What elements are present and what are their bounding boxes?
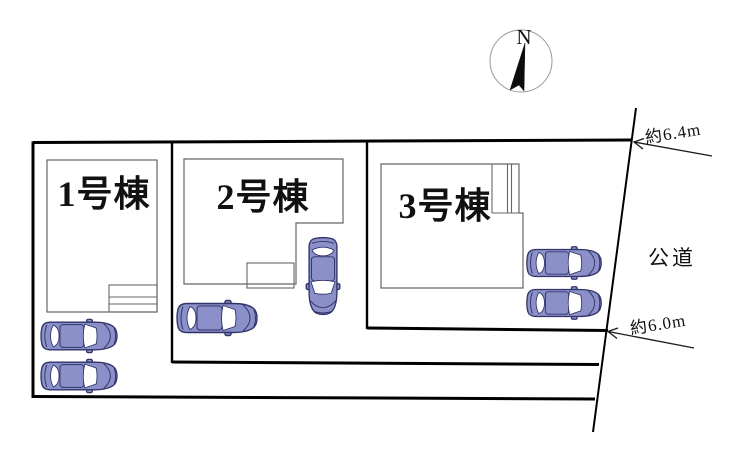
dimension-top-label: 約6.4m <box>644 120 703 148</box>
road-annotations: 公道 約6.4m 約6.0m <box>606 120 713 349</box>
building-1-outline <box>46 159 158 313</box>
car-icon <box>40 358 118 394</box>
compass-circle <box>489 29 553 93</box>
dimension-bottom-label: 約6.0m <box>629 311 688 339</box>
road-name-label: 公道 <box>648 246 696 270</box>
building-1-porch <box>108 284 158 313</box>
building-3-outline <box>380 163 524 289</box>
building-2-label: 2号棟 <box>216 177 309 217</box>
plot-top-boundary <box>32 138 633 144</box>
dimension-bottom: 約6.0m <box>606 311 695 349</box>
building-3-label: 3号棟 <box>398 186 491 226</box>
lot-boundaries <box>31 107 637 433</box>
car-icon <box>176 299 258 337</box>
lot2-bottom-boundary <box>171 360 600 366</box>
lot1-bottom-boundary <box>32 395 596 401</box>
building-1: 1号棟 <box>46 159 158 313</box>
building-3: 3号棟 <box>380 163 524 289</box>
dimension-bottom-arrowhead-icon <box>606 327 619 340</box>
dimension-top: 約6.4m <box>632 120 713 157</box>
compass: N <box>489 25 553 93</box>
building-2: 2号棟 <box>183 158 344 289</box>
compass-north-label: N <box>516 25 531 49</box>
building-2-outline <box>183 158 344 285</box>
dimension-top-arrow <box>633 141 713 157</box>
road-edge-line <box>592 107 637 433</box>
car-icon <box>526 286 602 320</box>
car-icon <box>526 246 602 280</box>
car-icon <box>40 318 118 354</box>
building-1-label: 1号棟 <box>57 174 150 214</box>
dimension-bottom-arrow <box>607 330 695 349</box>
lot3-bottom-boundary <box>366 326 609 332</box>
north-needle-icon <box>509 42 526 92</box>
building-2-porch <box>246 262 295 289</box>
car-icon <box>305 236 341 316</box>
dimension-top-arrowhead-icon <box>632 137 645 150</box>
